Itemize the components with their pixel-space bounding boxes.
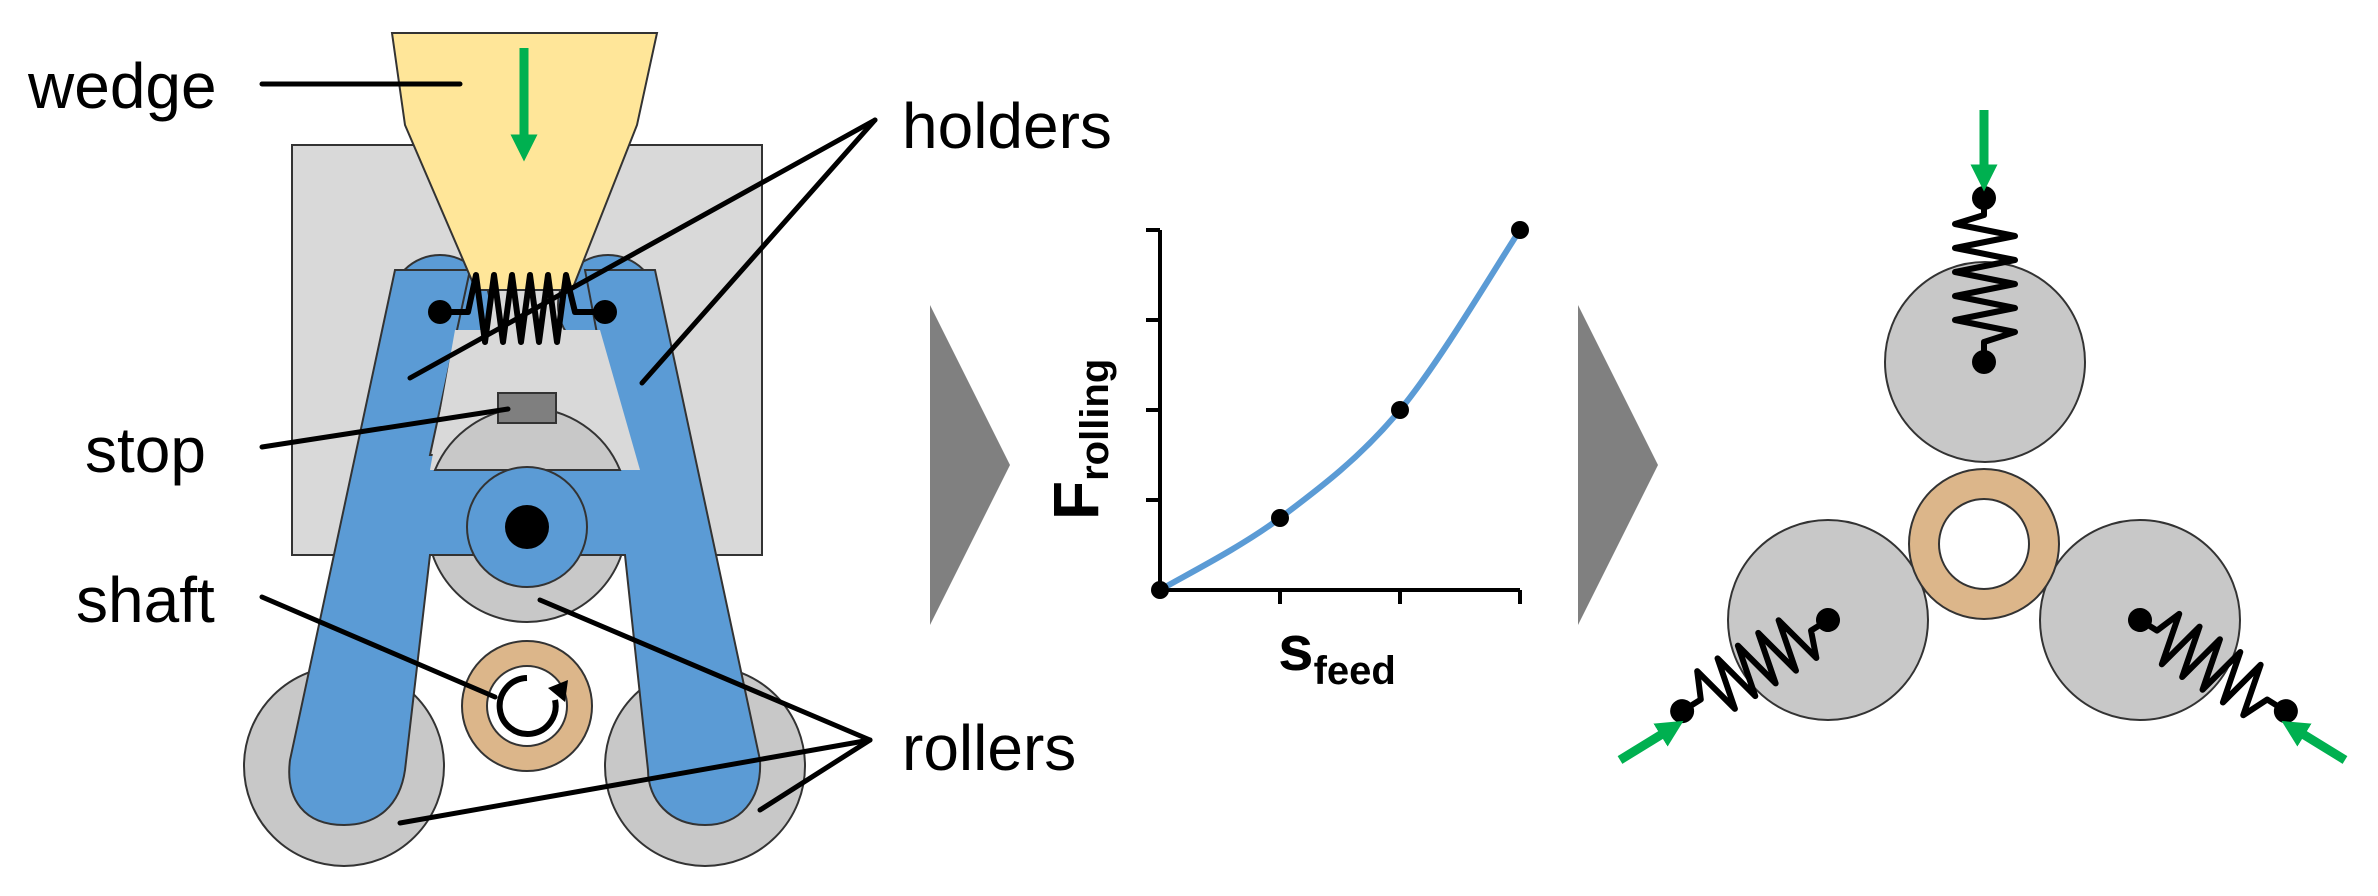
label-stop: stop [85, 414, 206, 486]
model-force-arrow-left [1617, 720, 1684, 764]
y-axis-label-sub: rolling [1073, 359, 1117, 481]
spring-model-panel [1617, 110, 2348, 764]
chevron-arrow-1 [930, 305, 1010, 625]
spring-anchor-left [428, 300, 452, 324]
label-shaft: shaft [76, 564, 215, 636]
model-spring-left-group [1670, 608, 1840, 724]
mechanism-panel: wedge holders stop shaft rollers [27, 32, 1112, 867]
model-spring-right-end [2273, 699, 2298, 724]
data-point-3 [1511, 221, 1529, 239]
model-spring-right-anchor [2128, 608, 2152, 632]
label-holders: holders [902, 90, 1112, 162]
model-spring-left-anchor [1816, 608, 1840, 632]
label-wedge: wedge [27, 50, 217, 122]
rotate-arrow-icon [496, 675, 559, 737]
model-workpiece-hole [1938, 498, 2030, 590]
model-force-arrow-right [2281, 720, 2348, 764]
model-spring-left-end [1670, 699, 1695, 724]
model-spring-right [2138, 610, 2288, 719]
chart-ticks [1146, 228, 1522, 604]
shaft-pivot-dot [505, 505, 549, 549]
leader-holders-b [639, 117, 878, 386]
leader-stop [259, 406, 511, 450]
model-spring-left [1680, 617, 1830, 714]
y-axis-label-main: F [1040, 481, 1112, 520]
leader-rollers-b [757, 737, 873, 813]
series-line [1158, 228, 1523, 593]
x-axis-label: sfeed [1278, 612, 1396, 693]
leader-shaft [259, 594, 498, 700]
chevron-arrow-2 [1578, 305, 1658, 625]
force-graph: Frolling sfeed [1040, 221, 1529, 693]
label-rollers: rollers [902, 712, 1076, 784]
leader-rollers-c [537, 597, 873, 743]
rotate-arrowhead-icon [548, 680, 568, 702]
spring-anchor-right [593, 300, 617, 324]
leader-rollers-a [397, 737, 873, 826]
x-axis-label-sub: feed [1314, 649, 1396, 693]
model-spring-right-group [2128, 608, 2298, 724]
data-point-0 [1151, 581, 1169, 599]
model-spring-top [1952, 198, 2018, 362]
x-axis-label-main: s [1278, 612, 1314, 684]
series-points [1151, 221, 1529, 599]
model-spring-top-anchor [1972, 350, 1996, 374]
model-spring-top-end [1972, 186, 1996, 210]
data-point-1 [1271, 509, 1289, 527]
y-axis-label: Frolling [1040, 359, 1117, 520]
holder-spring [440, 272, 605, 345]
leader-holders-a [407, 117, 878, 381]
data-point-2 [1391, 401, 1409, 419]
chart-axes [1158, 230, 1520, 592]
